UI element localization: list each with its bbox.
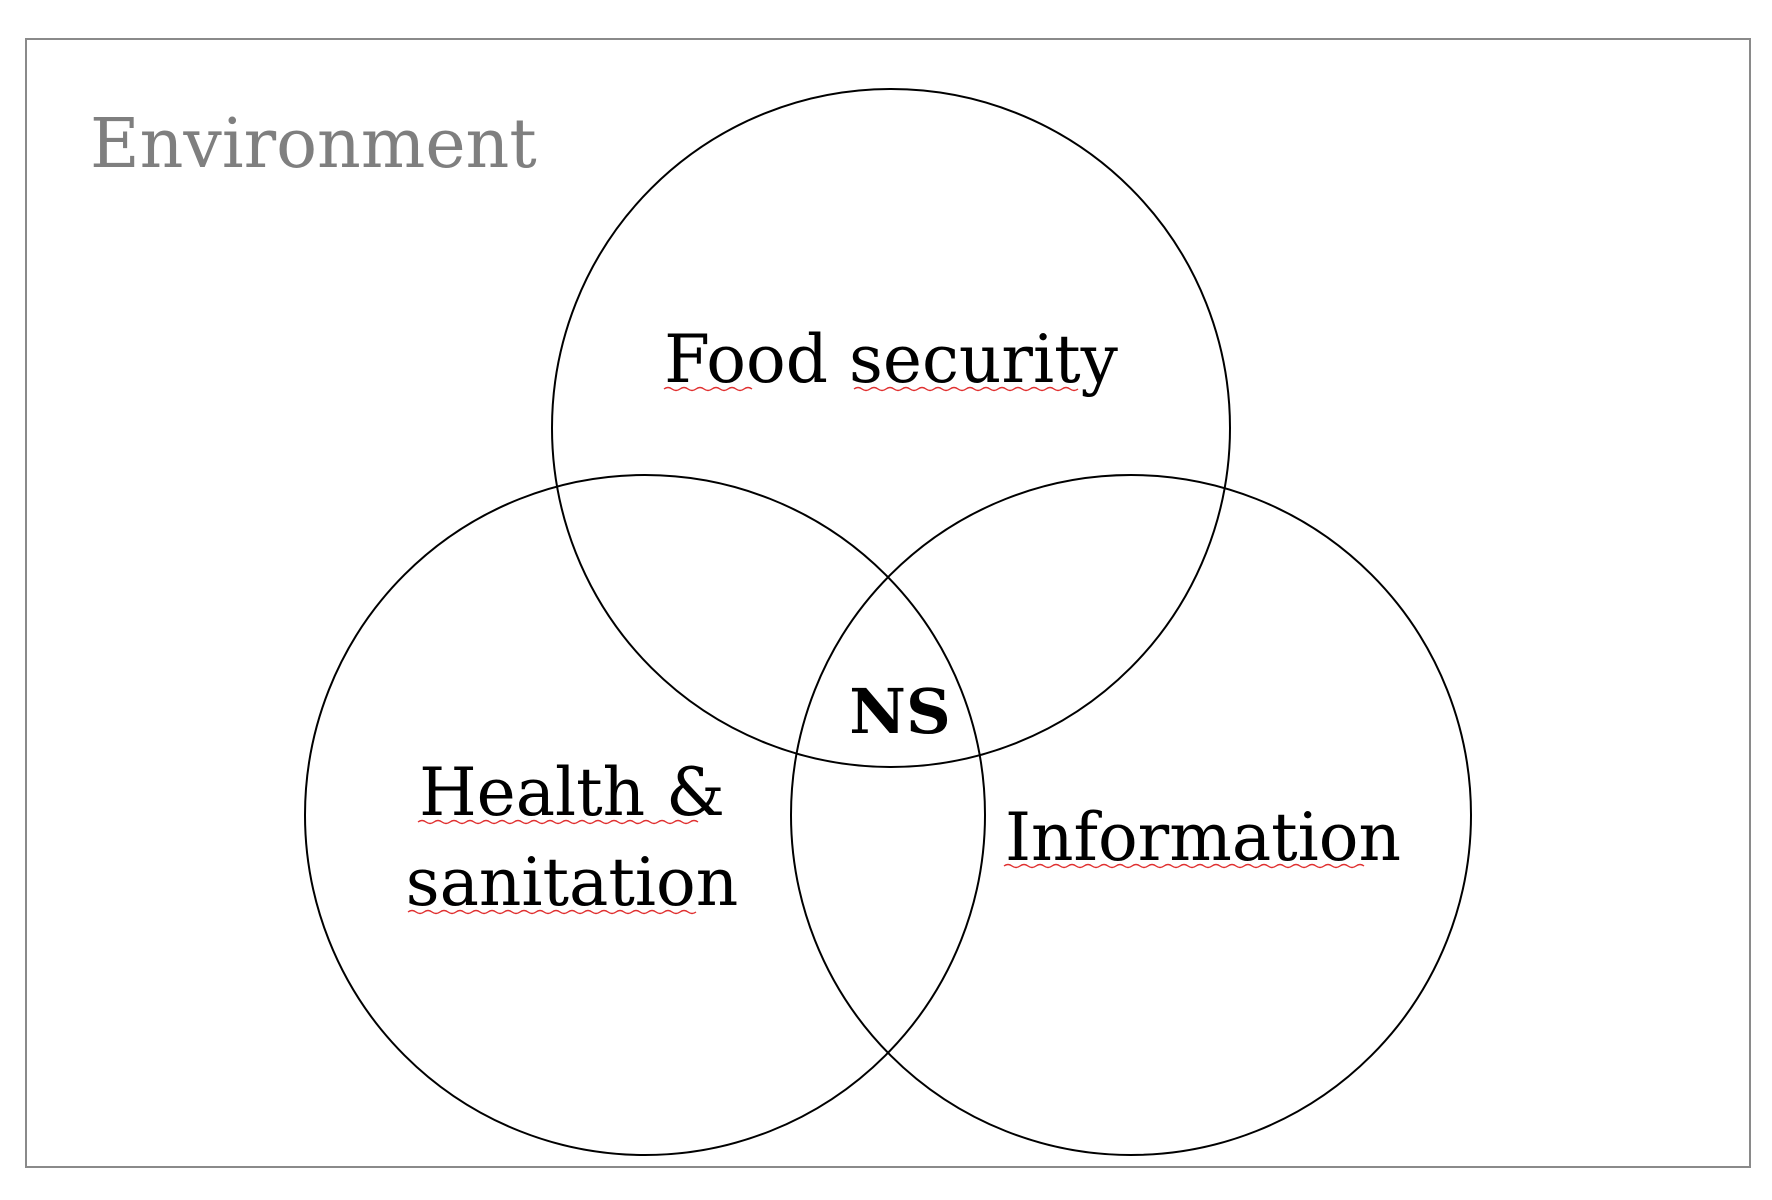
health-sanitation-circle bbox=[304, 474, 986, 1156]
information-label: Information bbox=[1005, 799, 1401, 876]
environment-frame bbox=[25, 38, 1751, 1168]
spellcheck-underline bbox=[417, 819, 699, 825]
environment-label: Environment bbox=[90, 105, 537, 184]
information-circle bbox=[790, 474, 1472, 1156]
spellcheck-underline bbox=[663, 386, 753, 392]
food-security-label: Food security bbox=[664, 321, 1118, 398]
health-label-line-2: sanitation bbox=[406, 844, 739, 921]
food-security-circle bbox=[551, 88, 1231, 768]
spellcheck-underline bbox=[1003, 863, 1365, 869]
center-label-ns: NS bbox=[849, 675, 950, 748]
health-label-line-1: Health & bbox=[419, 754, 725, 831]
spellcheck-underline bbox=[853, 386, 1079, 392]
spellcheck-underline bbox=[407, 909, 697, 915]
